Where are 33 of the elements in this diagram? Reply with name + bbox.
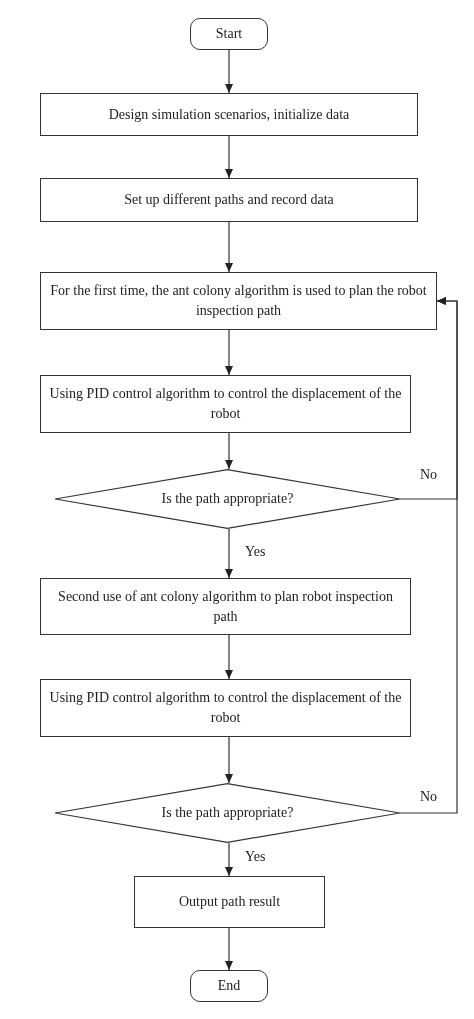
decision-diamond (55, 469, 400, 529)
arrow (225, 634, 233, 680)
arrow (225, 528, 233, 579)
arrow (225, 49, 233, 94)
arrow (225, 329, 233, 376)
step-text: Start (214, 25, 244, 43)
process-box (134, 876, 325, 928)
process-box (40, 178, 418, 222)
decision-text: Is the path appropriate? (160, 490, 295, 508)
arrow (225, 927, 233, 971)
terminal-box (190, 970, 268, 1002)
process-box (40, 679, 411, 737)
process-box (40, 578, 411, 635)
arrow (225, 842, 233, 877)
arrow (399, 297, 458, 814)
step-text: Second use of ant colony algorithm to plan robot inspection path (57, 587, 394, 626)
process-box (40, 93, 418, 136)
decision-diamond (55, 783, 400, 843)
step-text: End (216, 977, 242, 995)
step-text: Output path result (177, 893, 282, 911)
process-box (40, 272, 437, 330)
decision-text: Is the path appropriate? (160, 804, 295, 822)
step-text: Using PID control algorithm to control the displacement of the robot (48, 689, 403, 727)
arrow (225, 135, 233, 179)
arrow (225, 221, 233, 273)
terminal-box (190, 18, 268, 50)
step-text: Design simulation scenarios, initialize data (107, 105, 351, 124)
step-text: Set up different paths and record data (123, 191, 335, 209)
step-text: Using PID control algorithm to control the displacement of the robot (48, 385, 403, 423)
step-text: For the first time, the ant colony algorithm is used to plan the robot inspection path (49, 282, 428, 320)
arrow (225, 432, 233, 470)
arrow (225, 736, 233, 784)
process-box (40, 375, 411, 433)
